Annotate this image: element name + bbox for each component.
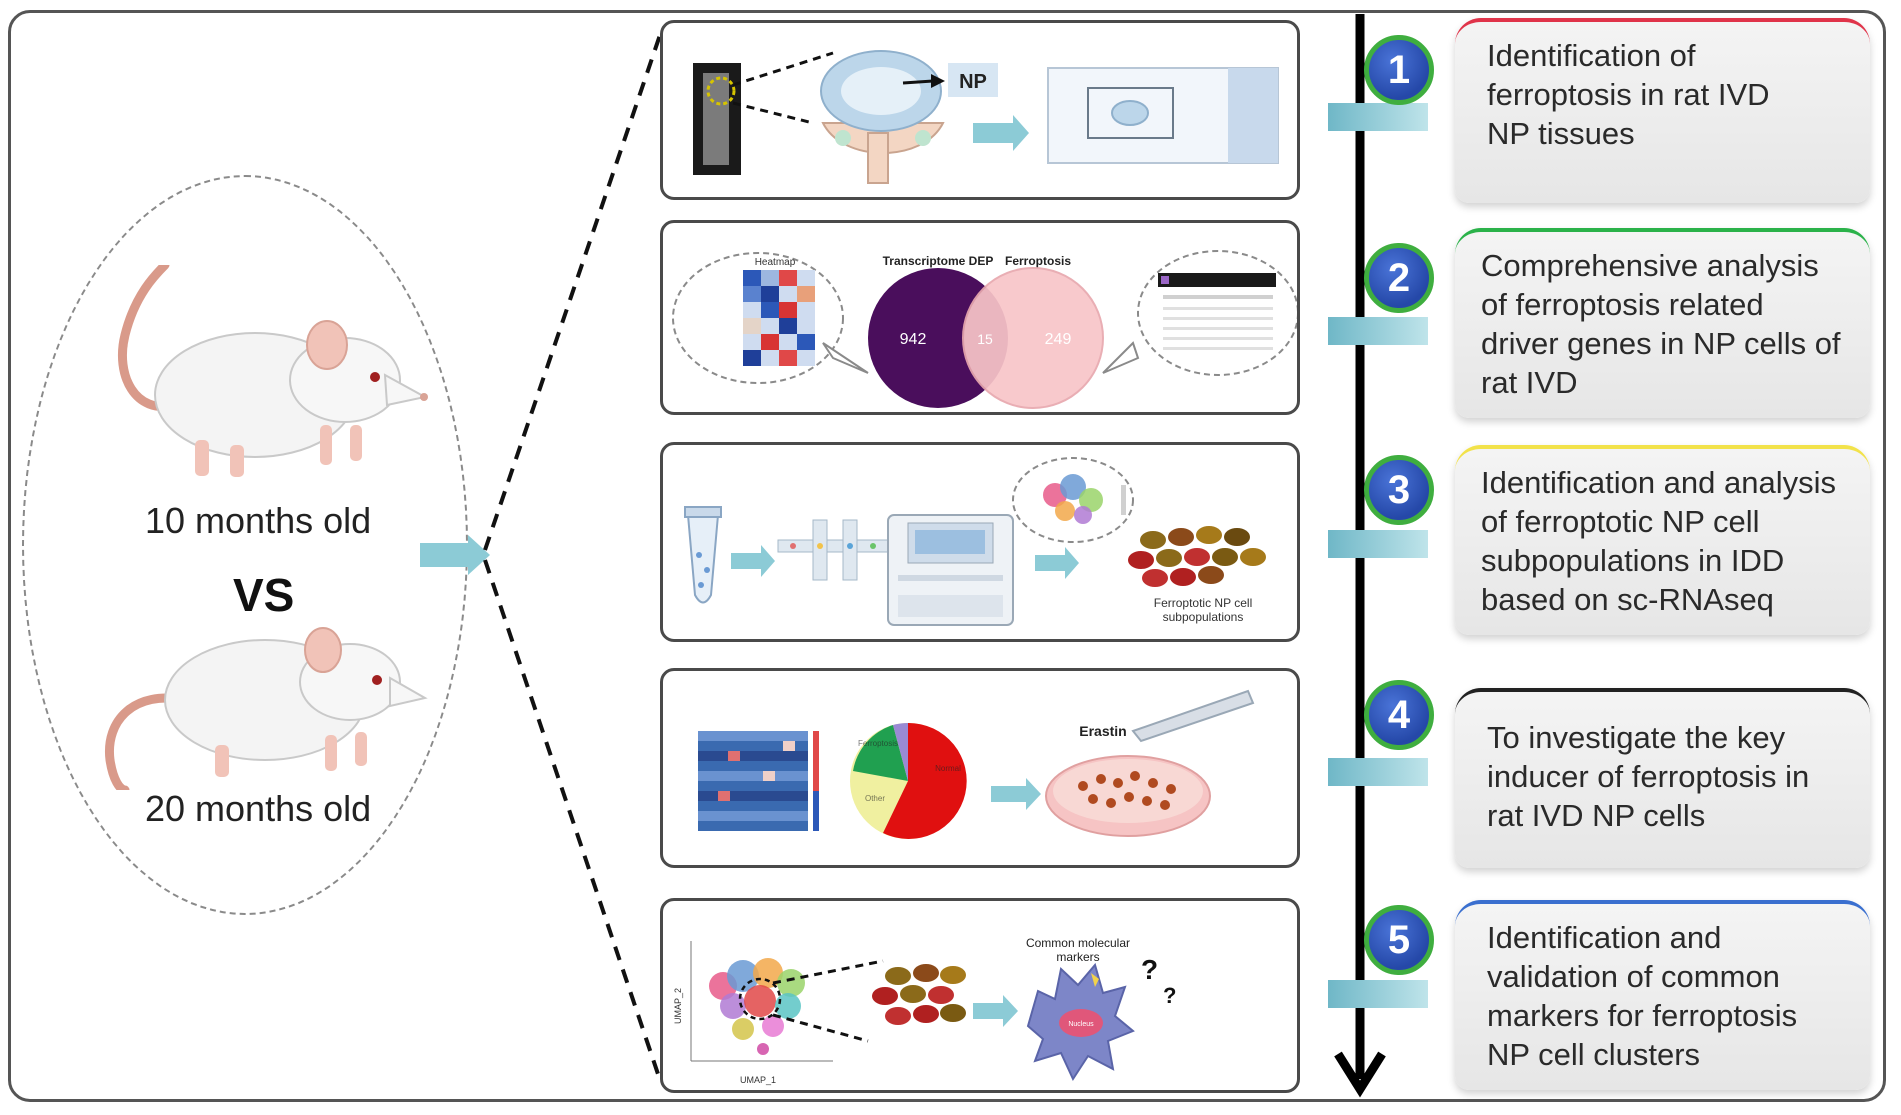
step-badge-2: 2	[1364, 243, 1434, 313]
marker-heatmap	[698, 731, 819, 831]
fan-lines	[483, 34, 662, 1081]
step-2-line-1: Comprehensive analysis	[1481, 248, 1819, 283]
step-card-5: Identification and validation of common …	[1455, 900, 1870, 1090]
step-4-line-3: rat IVD NP cells	[1487, 798, 1706, 833]
question-mark-2: ?	[1163, 983, 1176, 1008]
heatmap-grid	[743, 270, 815, 366]
step-4-line-2: inducer of ferroptosis in	[1487, 759, 1810, 794]
marker-title-line1: Common molecular	[1026, 936, 1130, 950]
venn-overlap-count: 15	[977, 331, 993, 347]
markers-illustration: UMAP_2 UMAP_1	[673, 936, 1176, 1085]
step-2-line-2: of ferroptosis related	[1481, 287, 1764, 322]
young-age-label: 10 months old	[145, 500, 372, 541]
panel-inducer: Normal Ferroptosis Other Erastin	[660, 668, 1300, 868]
step-3-line-3: subpopulations in IDD	[1481, 543, 1785, 578]
step-2-line-4: rat IVD	[1481, 365, 1578, 400]
step-badge-5: 5	[1364, 905, 1434, 975]
step-3-line-2: of ferroptotic NP cell	[1481, 504, 1760, 539]
panel-scrna-seq: Ferroptotic NP cell subpopulations	[660, 442, 1300, 642]
inducer-illustration: Normal Ferroptosis Other Erastin	[698, 689, 1255, 839]
left-arrow	[420, 535, 490, 575]
umap-clusters	[709, 958, 805, 1055]
venn-left-count: 942	[900, 331, 927, 348]
step-2-line-3: driver genes in NP cells of	[1481, 326, 1841, 361]
marker-cells	[872, 964, 966, 1025]
venn-right-count: 249	[1045, 331, 1072, 348]
pie-label-c: Other	[865, 794, 885, 803]
step-card-2: Comprehensive analysis of ferroptosis re…	[1455, 228, 1870, 418]
step-3-line-4: based on sc-RNAseq	[1481, 582, 1774, 617]
scrna-seq-illustration: Ferroptotic NP cell subpopulations	[684, 457, 1266, 626]
cluster-label-line2: subpopulations	[1163, 610, 1244, 624]
ferroptotic-cells	[1128, 526, 1266, 587]
timeline-tick-4	[1328, 758, 1428, 786]
vs-label: VS	[233, 569, 295, 621]
timeline-tick-1	[1328, 103, 1428, 131]
venn-left-title: Transcriptome DEP	[883, 254, 994, 268]
gene-analysis-illustration: Heatmap Transcriptome DEP Ferroptosis 94…	[672, 250, 1297, 409]
step-badge-4: 4	[1364, 680, 1434, 750]
panel-tissue-sampling: NP	[660, 20, 1300, 200]
step-badge-3: 3	[1364, 455, 1434, 525]
nucleus-label: Nucleus	[1068, 1021, 1094, 1028]
outer-frame	[8, 10, 1886, 1102]
young-rat-illustration	[117, 265, 428, 477]
heatmap-title: Heatmap	[755, 257, 796, 268]
step-1-line-1: Identification of	[1487, 38, 1696, 73]
pie-chart: Normal Ferroptosis Other	[850, 722, 967, 839]
venn-right-title: Ferroptosis	[1005, 254, 1071, 268]
question-mark-1: ?	[1141, 954, 1158, 985]
step-card-4: To investigate the key inducer of ferrop…	[1455, 688, 1870, 868]
marker-title-line2: markers	[1056, 950, 1099, 964]
step-4-line-1: To investigate the key	[1487, 720, 1786, 755]
timeline-tick-3	[1328, 530, 1428, 558]
step-5-line-3: markers for ferroptosis	[1487, 998, 1798, 1033]
step-badge-1: 1	[1364, 35, 1434, 105]
step-card-1: Identification of ferroptosis in rat IVD…	[1455, 18, 1870, 203]
tissue-sampling-illustration: NP	[693, 50, 1279, 184]
cluster-label-line1: Ferroptotic NP cell	[1154, 596, 1252, 610]
old-age-label: 20 months old	[145, 788, 372, 829]
step-5-line-2: validation of common	[1487, 959, 1780, 994]
timeline-tick-2	[1328, 317, 1428, 345]
step-card-3: Identification and analysis of ferroptot…	[1455, 445, 1870, 635]
panel-gene-analysis: Heatmap Transcriptome DEP Ferroptosis 94…	[660, 220, 1300, 415]
step-1-line-2: ferroptosis in rat IVD	[1487, 77, 1770, 112]
venn-right-circle	[962, 267, 1104, 409]
step-1-line-3: NP tissues	[1487, 116, 1635, 151]
timeline-tick-5	[1328, 980, 1428, 1008]
panel-markers: UMAP_2 UMAP_1	[660, 898, 1300, 1093]
umap-y-label: UMAP_2	[673, 988, 683, 1024]
umap-x-label: UMAP_1	[740, 1075, 776, 1085]
treatment-label: Erastin	[1079, 723, 1126, 739]
old-rat-illustration	[104, 627, 428, 790]
step-5-line-1: Identification and	[1487, 920, 1722, 955]
petri-cells	[1078, 771, 1176, 810]
pie-label-b: Ferroptosis	[858, 739, 898, 748]
step-5-line-4: NP cell clusters	[1487, 1037, 1701, 1072]
step-3-line-1: Identification and analysis	[1481, 465, 1837, 500]
pie-label-a: Normal	[935, 764, 961, 773]
np-label: NP	[959, 71, 987, 93]
